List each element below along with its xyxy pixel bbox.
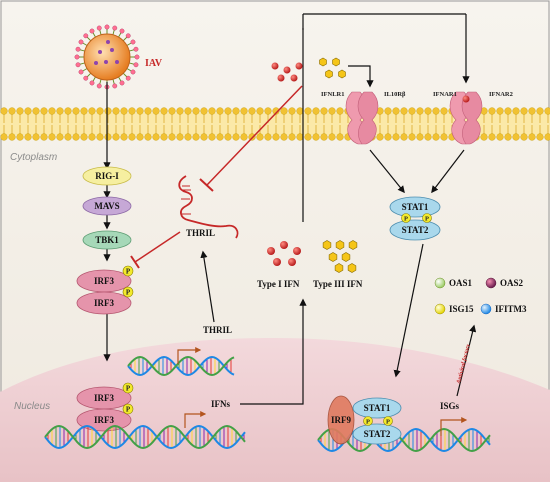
ifn-inhibit-line bbox=[206, 85, 303, 186]
phospho-badge bbox=[122, 382, 134, 394]
isg-promoter-arrow bbox=[440, 417, 468, 436]
arrow-ifn-gene-to-protein bbox=[240, 298, 307, 405]
oas2-icon bbox=[485, 277, 497, 289]
svg-text:IRF3: IRF3 bbox=[94, 276, 114, 286]
svg-text:IRF3: IRF3 bbox=[94, 298, 114, 308]
svg-text:P: P bbox=[126, 385, 131, 393]
svg-text:IRF9: IRF9 bbox=[331, 415, 351, 425]
thril-inhibit-line bbox=[134, 231, 181, 263]
svg-text:STAT2: STAT2 bbox=[364, 429, 391, 439]
tbk1-node: TBK1 bbox=[82, 230, 132, 250]
isg15-icon bbox=[434, 303, 446, 315]
thril-inhibit-bar bbox=[130, 255, 140, 269]
svg-text:P: P bbox=[386, 419, 390, 426]
arrow-stat-to-nucleus bbox=[393, 243, 424, 378]
svg-text:P: P bbox=[126, 406, 131, 414]
isgs-label: ISGs bbox=[440, 401, 460, 411]
svg-text:P: P bbox=[366, 419, 370, 426]
ifnlr1-il10rb-receptor bbox=[345, 91, 379, 145]
arrow-isgs-to-antiviral bbox=[456, 324, 477, 397]
ifn-inhibit-bar bbox=[199, 178, 214, 192]
svg-text:STAT1: STAT1 bbox=[402, 202, 429, 212]
svg-text:P: P bbox=[126, 268, 131, 276]
svg-text:RIG-I: RIG-I bbox=[95, 171, 119, 181]
type-iii-ifn-label: Type III IFN bbox=[313, 279, 363, 289]
isg15-label: ISG15 bbox=[449, 304, 474, 314]
irf3-dimer-nucleus: IRF3 IRF3 P P bbox=[76, 382, 134, 432]
ifnlr1-label: IFNLR1 bbox=[321, 91, 344, 98]
ifn-promoter-arrow bbox=[184, 411, 207, 428]
svg-text:P: P bbox=[425, 216, 429, 223]
mavs-node: MAVS bbox=[82, 196, 132, 216]
ifnar1-ifnar2-receptor bbox=[449, 91, 483, 145]
irf9-node bbox=[327, 395, 355, 445]
stat1-stat2-cytoplasm: STAT1 STAT2 P P bbox=[389, 196, 441, 241]
cell-membrane bbox=[0, 107, 550, 141]
svg-text:STAT1: STAT1 bbox=[364, 403, 391, 413]
svg-text:MAVS: MAVS bbox=[94, 201, 119, 211]
extracellular-type-iii-ifn bbox=[319, 57, 346, 79]
thril-rna-label: THRIL bbox=[186, 228, 215, 238]
iav-virus-icon bbox=[74, 24, 140, 90]
thril-gene-label: THRIL bbox=[203, 325, 232, 335]
irf3-dimer-cytoplasm: IRF3 IRF3 P P bbox=[76, 265, 134, 315]
thril-lncrna-icon bbox=[178, 175, 239, 239]
phospho-badge bbox=[122, 403, 134, 415]
rig-i-node: RIG-I bbox=[82, 166, 132, 186]
nucleus-label: Nucleus bbox=[14, 401, 50, 412]
isgf3-complex: IRF9 STAT1 STAT2 P P bbox=[327, 395, 402, 445]
arrow-to-ifnlr1 bbox=[348, 65, 374, 88]
svg-text:STAT2: STAT2 bbox=[402, 225, 429, 235]
svg-text:IRF3: IRF3 bbox=[94, 393, 114, 403]
svg-text:IRF3: IRF3 bbox=[94, 415, 114, 425]
oas1-icon bbox=[434, 277, 446, 289]
thril-promoter-arrow bbox=[177, 347, 202, 364]
svg-text:P: P bbox=[126, 289, 131, 297]
type-i-ifn-cluster bbox=[267, 241, 301, 266]
ifnar1-label: IFNAR1 bbox=[433, 91, 457, 98]
svg-text:P: P bbox=[404, 216, 408, 223]
type-iii-ifn-cluster bbox=[322, 240, 358, 273]
extracellular-type-i-ifn bbox=[271, 62, 303, 82]
arrow-ifnar-to-stat bbox=[431, 149, 465, 194]
phospho-badge bbox=[122, 286, 134, 298]
phospho-badge bbox=[122, 265, 134, 277]
isg-legend: OAS1 OAS2 ISG15 IFITM3 bbox=[434, 277, 527, 315]
svg-text:TBK1: TBK1 bbox=[95, 235, 119, 245]
il10rb-label: IL10Rβ bbox=[384, 91, 406, 98]
ifitm3-icon bbox=[480, 303, 492, 315]
oas1-label: OAS1 bbox=[449, 278, 473, 288]
cytoplasm-label: Cytoplasm bbox=[10, 152, 57, 163]
iav-label: IAV bbox=[145, 58, 163, 69]
ifnar2-label: IFNAR2 bbox=[489, 91, 513, 98]
arrow-thril-gene-to-rna bbox=[200, 250, 215, 323]
arrow-ifnlr-to-stat bbox=[369, 149, 405, 194]
ifns-label: IFNs bbox=[211, 399, 230, 409]
type-i-ifn-label: Type I IFN bbox=[257, 279, 300, 289]
dna-helix-ifn bbox=[44, 424, 246, 450]
ifitm3-label: IFITM3 bbox=[495, 304, 527, 314]
oas2-label: OAS2 bbox=[500, 278, 524, 288]
dna-helix-thril bbox=[127, 355, 235, 377]
